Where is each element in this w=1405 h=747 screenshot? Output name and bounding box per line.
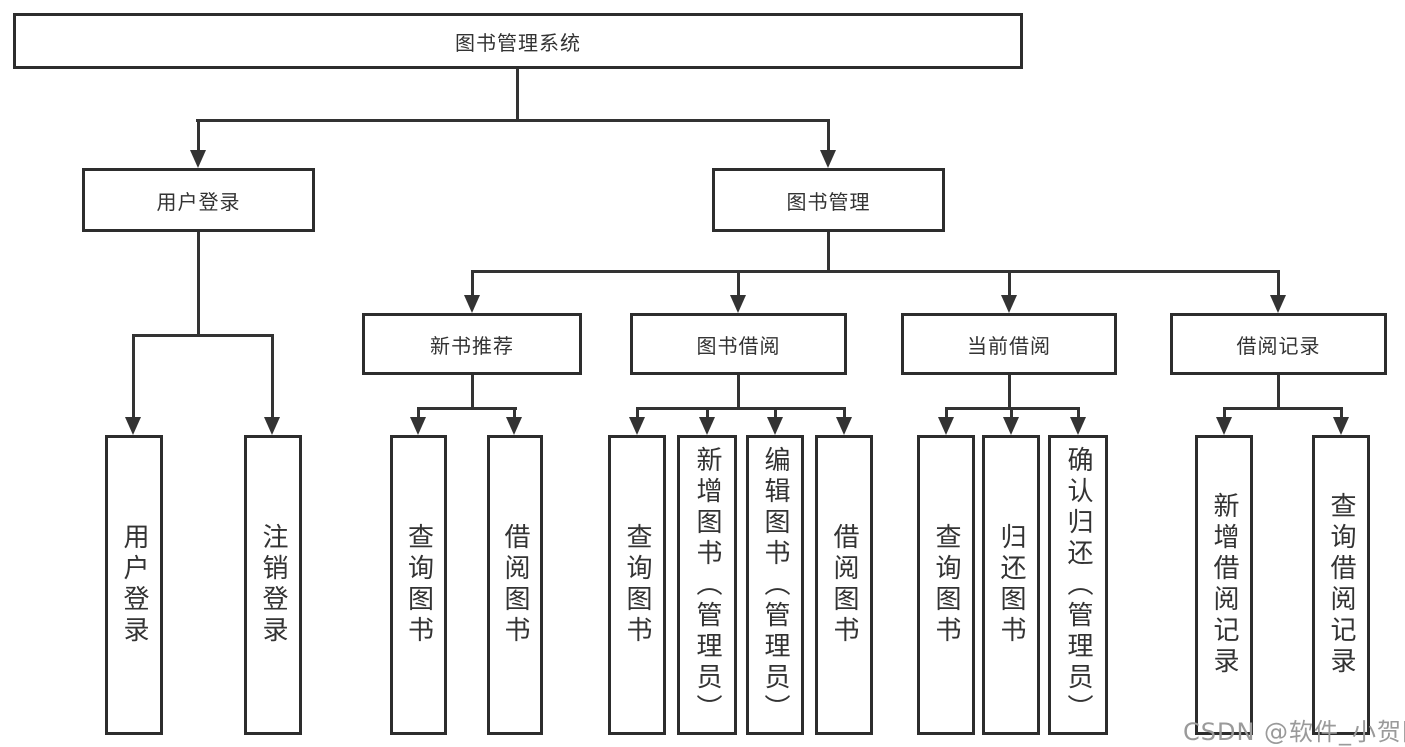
leaf-cb-query-book: 查询图书 xyxy=(917,435,975,735)
node-root-label: 图书管理系统 xyxy=(455,30,581,55)
edge-line xyxy=(827,232,830,272)
down-arrowhead xyxy=(506,417,522,435)
edge-line xyxy=(471,270,1279,273)
leaf-br-add-record: 新增借阅记录 xyxy=(1195,435,1253,735)
edge-line xyxy=(197,232,200,336)
down-arrowhead xyxy=(190,150,206,168)
edge-line xyxy=(1340,407,1343,419)
edge-line xyxy=(197,119,200,151)
down-arrowhead xyxy=(629,417,645,435)
leaf-nbr-borrow-book: 借阅图书 xyxy=(487,435,543,735)
node-user-login: 用户登录 xyxy=(82,168,315,232)
down-arrowhead xyxy=(1003,417,1019,435)
edge-line xyxy=(132,334,135,418)
edge-line xyxy=(1010,407,1013,419)
leaf-cb-return-book-label: 归还图书 xyxy=(996,523,1026,647)
leaf-br-query-record: 查询借阅记录 xyxy=(1312,435,1370,735)
down-arrowhead xyxy=(767,417,783,435)
node-book-borrow-label: 图书借阅 xyxy=(696,333,781,358)
leaf-logout-label: 注销登录 xyxy=(258,523,288,647)
edge-line xyxy=(196,119,830,122)
edge-line xyxy=(471,270,474,296)
leaf-user-login-label: 用户登录 xyxy=(119,523,149,647)
edge-line xyxy=(1223,407,1226,419)
edge-line xyxy=(636,407,639,419)
leaf-user-login: 用户登录 xyxy=(105,435,163,735)
leaf-cb-confirm-return-label: 确认归还（管理员） xyxy=(1063,445,1093,725)
leaf-logout: 注销登录 xyxy=(244,435,302,735)
edge-line xyxy=(1223,407,1343,410)
down-arrowhead xyxy=(1001,295,1017,313)
down-arrowhead xyxy=(1333,417,1349,435)
leaf-nbr-borrow-book-label: 借阅图书 xyxy=(500,523,530,647)
edge-line xyxy=(737,270,740,296)
leaf-bb-borrow-book-label: 借阅图书 xyxy=(829,523,859,647)
node-user-login-label: 用户登录 xyxy=(156,189,241,214)
node-book-mgmt-label: 图书管理 xyxy=(786,189,871,214)
edge-line xyxy=(1008,375,1011,409)
down-arrowhead xyxy=(464,295,480,313)
csdn-watermark: CSDN @软件_小贺同学 xyxy=(1183,718,1405,746)
leaf-bb-query-book: 查询图书 xyxy=(608,435,666,735)
down-arrowhead xyxy=(938,417,954,435)
node-borrow-records: 借阅记录 xyxy=(1170,313,1387,375)
edge-line xyxy=(1077,407,1080,419)
leaf-bb-query-book-label: 查询图书 xyxy=(622,523,652,647)
edge-line xyxy=(945,407,948,419)
edge-line xyxy=(471,375,474,409)
node-borrow-records-label: 借阅记录 xyxy=(1236,333,1321,358)
leaf-bb-add-book-label: 新增图书（管理员） xyxy=(692,445,722,725)
down-arrowhead xyxy=(699,417,715,435)
edge-line xyxy=(1277,270,1280,296)
down-arrowhead xyxy=(125,417,141,435)
node-new-book-rec-label: 新书推荐 xyxy=(430,333,514,358)
leaf-cb-return-book: 归还图书 xyxy=(982,435,1040,735)
edge-line xyxy=(636,407,846,410)
leaf-cb-query-book-label: 查询图书 xyxy=(931,523,961,647)
leaf-br-add-record-label: 新增借阅记录 xyxy=(1209,492,1239,678)
down-arrowhead xyxy=(836,417,852,435)
leaf-bb-add-book: 新增图书（管理员） xyxy=(677,435,737,735)
edge-line xyxy=(1277,375,1280,409)
edge-line xyxy=(737,375,740,409)
down-arrowhead xyxy=(1216,417,1232,435)
leaf-cb-confirm-return: 确认归还（管理员） xyxy=(1048,435,1108,735)
edge-line xyxy=(843,407,846,419)
edge-line xyxy=(516,69,519,121)
down-arrowhead xyxy=(410,417,426,435)
edge-line xyxy=(774,407,777,419)
down-arrowhead xyxy=(264,417,280,435)
edge-line xyxy=(417,407,517,410)
edge-line xyxy=(1008,270,1011,296)
edge-line xyxy=(417,407,420,419)
edge-line xyxy=(706,407,709,419)
leaf-bb-edit-book: 编辑图书（管理员） xyxy=(746,435,804,735)
leaf-br-query-record-label: 查询借阅记录 xyxy=(1326,492,1356,678)
node-new-book-rec: 新书推荐 xyxy=(362,313,582,375)
down-arrowhead xyxy=(730,295,746,313)
node-current-borrow: 当前借阅 xyxy=(901,313,1117,375)
edge-line xyxy=(132,334,274,337)
down-arrowhead xyxy=(820,150,836,168)
edge-line xyxy=(513,407,516,419)
node-root: 图书管理系统 xyxy=(13,13,1023,69)
down-arrowhead xyxy=(1070,417,1086,435)
leaf-nbr-query-book-label: 查询图书 xyxy=(403,523,434,647)
edge-line xyxy=(271,334,274,418)
node-book-borrow: 图书借阅 xyxy=(630,313,847,375)
down-arrowhead xyxy=(1270,295,1286,313)
node-book-mgmt: 图书管理 xyxy=(712,168,945,232)
leaf-nbr-query-book: 查询图书 xyxy=(390,435,447,735)
edge-line xyxy=(827,119,830,151)
leaf-bb-edit-book-label: 编辑图书（管理员） xyxy=(760,445,790,725)
leaf-bb-borrow-book: 借阅图书 xyxy=(815,435,873,735)
node-current-borrow-label: 当前借阅 xyxy=(967,333,1051,358)
